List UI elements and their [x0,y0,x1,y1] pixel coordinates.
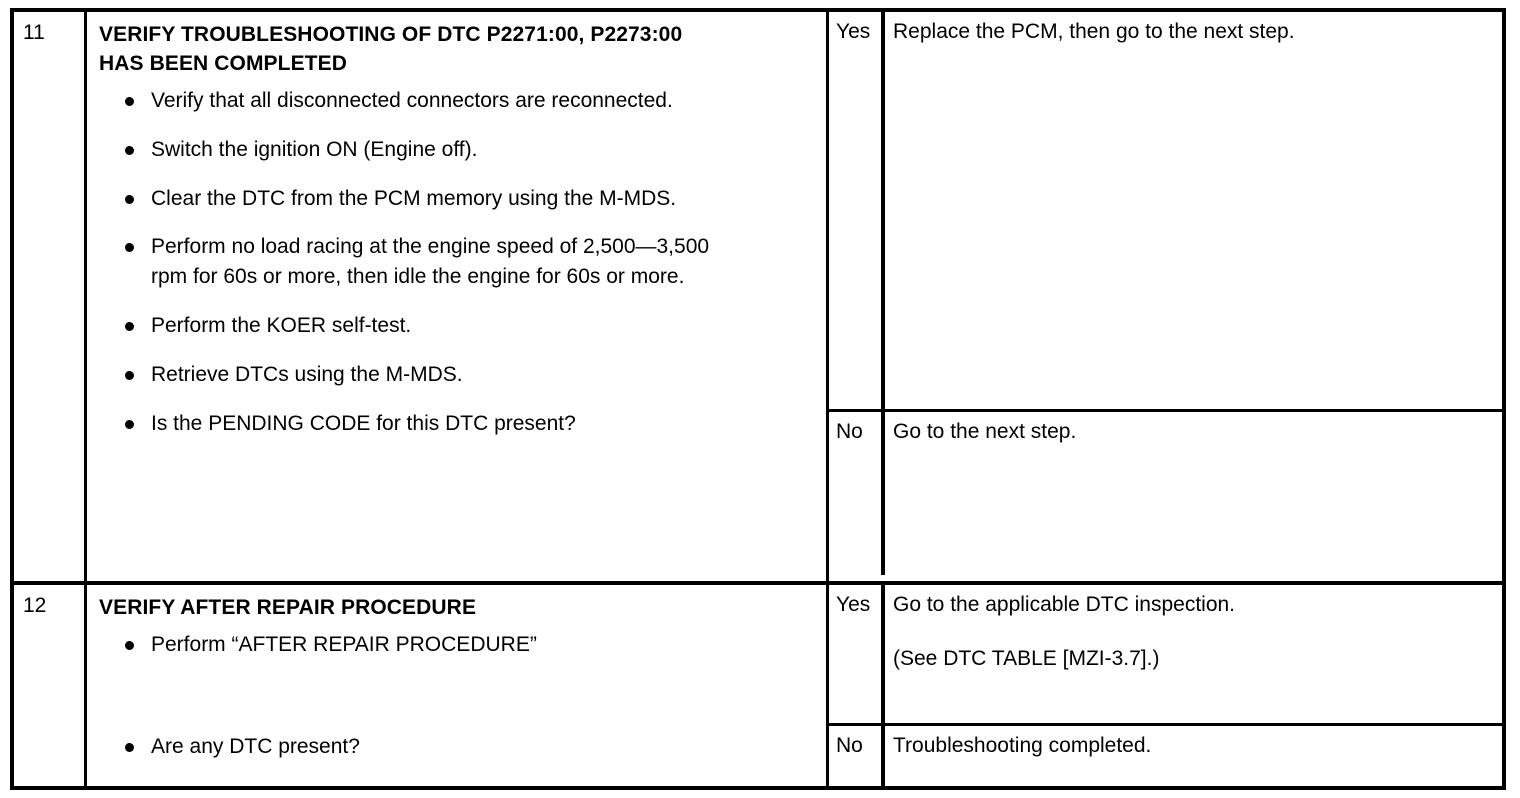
list-item: Perform “AFTER REPAIR PROCEDURE” [99,630,751,660]
list-item-text: Perform the KOER self-test. [151,314,412,337]
result-block-yes: Yes Go to the applicable DTC inspection.… [829,585,1502,723]
result-block-no: No Go to the next step. [829,409,1502,575]
step-number-cell: 12 [14,585,84,786]
inspection-step-list: Perform “AFTER REPAIR PROCEDURE” Are any… [99,630,812,762]
step-number: 11 [23,21,45,44]
list-item: Retrieve DTCs using the M-MDS. [99,360,751,390]
list-item: Switch the ignition ON (Engine off). [99,135,751,165]
action-text: Go to the applicable DTC inspection. [893,593,1236,616]
list-item: Verify that all disconnected connectors … [99,86,751,116]
bullet-icon [125,640,134,650]
bullet-icon [125,419,134,429]
bullet-icon [125,322,134,331]
bullet-icon [125,145,134,155]
action-text: Go to the next step. [893,420,1077,443]
result-label-yes: Yes [836,593,871,616]
result-label-no: No [836,420,863,443]
step-number: 12 [23,594,47,617]
list-item-text: Are any DTC present? [151,734,360,758]
inspection-title: VERIFY TROUBLESHOOTING OF DTC P2271:00, … [99,23,683,75]
table-row: 12 VERIFY AFTER REPAIR PROCEDURE Perform… [14,581,1502,786]
inspection-step-list: Verify that all disconnected connectors … [99,86,812,439]
inspection-title: VERIFY AFTER REPAIR PROCEDURE [99,596,477,619]
action-cell-no: Troubleshooting completed. [881,726,1502,786]
list-item: Perform the KOER self-test. [99,311,751,341]
table-row: 11 VERIFY TROUBLESHOOTING OF DTC P2271:0… [14,12,1502,581]
result-cell: Yes Go to the applicable DTC inspection.… [826,585,1502,786]
action-reference: (See DTC TABLE [MZI-3.7].) [893,647,1160,671]
action-cell-no: Go to the next step. [881,412,1502,575]
list-item-text: Switch the ignition ON (Engine off). [151,137,478,161]
inspection-cell: VERIFY AFTER REPAIR PROCEDURE Perform “A… [84,585,826,786]
list-item-text: Perform no load racing at the engine spe… [151,235,710,289]
list-item-text: Retrieve DTCs using the M-MDS. [151,362,463,386]
result-block-yes: Yes Replace the PCM, then go to the next… [829,12,1502,409]
action-text: Replace the PCM, then go to the next ste… [893,20,1295,43]
list-item-text: Is the PENDING CODE for this DTC present… [151,411,576,435]
result-label-yes: Yes [836,20,871,43]
list-item-text: Verify that all disconnected connectors … [151,88,673,112]
bullet-icon [125,243,134,253]
step-number-cell: 11 [14,12,84,581]
list-item-text: Clear the DTC from the PCM memory using … [151,186,677,210]
list-item: Clear the DTC from the PCM memory using … [99,184,751,214]
dtc-troubleshooting-table: 11 VERIFY TROUBLESHOOTING OF DTC P2271:0… [10,8,1506,790]
list-item-text: Perform “AFTER REPAIR PROCEDURE” [151,632,537,656]
action-text: Troubleshooting completed. [893,734,1152,757]
result-label-no: No [836,734,863,757]
bullet-icon [125,194,134,204]
action-cell-yes: Go to the applicable DTC inspection. (Se… [881,585,1502,723]
list-item: Perform no load racing at the engine spe… [99,232,751,292]
bullet-icon [125,370,134,380]
result-block-no: No Troubleshooting completed. [829,723,1502,786]
list-item: Are any DTC present? [99,732,751,762]
result-cell: Yes Replace the PCM, then go to the next… [826,12,1502,581]
bullet-icon [125,96,134,106]
bullet-icon [125,742,134,752]
list-item: Is the PENDING CODE for this DTC present… [99,409,751,439]
action-cell-yes: Replace the PCM, then go to the next ste… [881,12,1502,409]
inspection-cell: VERIFY TROUBLESHOOTING OF DTC P2271:00, … [84,12,826,581]
